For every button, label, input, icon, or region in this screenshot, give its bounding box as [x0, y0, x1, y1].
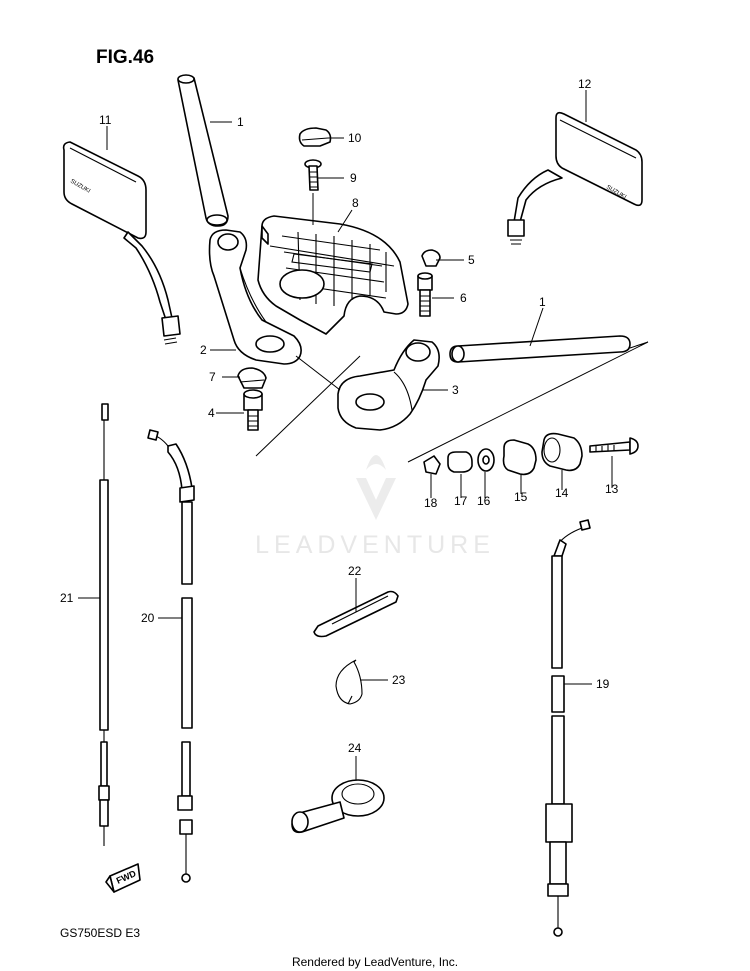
callout-17: 17	[454, 494, 468, 508]
callout-11: 11	[99, 113, 112, 127]
part-20-cable	[147, 429, 195, 883]
part-18-nut	[423, 455, 441, 475]
callout-6: 6	[460, 291, 467, 305]
part-9-bolt	[304, 159, 322, 191]
part-23-clip	[335, 659, 363, 705]
callout-12: 12	[578, 77, 592, 91]
part-12-right-mirror: SUZUKI	[507, 111, 643, 245]
callout-13: 13	[605, 482, 619, 496]
callout-14: 14	[555, 486, 569, 500]
part-5-cap	[421, 249, 441, 267]
fwd-arrow: FWD	[105, 863, 141, 893]
part-1-handlebar-left	[177, 74, 229, 227]
callout-2: 2	[200, 343, 207, 357]
callout-18: 18	[424, 496, 438, 510]
part-4-bolt	[243, 389, 263, 431]
part-16-washer	[477, 448, 495, 472]
callout-21: 21	[60, 591, 74, 605]
model-code: GS750ESD E3	[60, 926, 140, 940]
part-7-cap	[237, 367, 267, 389]
assembly-guide-lines	[255, 193, 649, 463]
part-17-collar	[447, 451, 473, 473]
part-22-strap	[313, 590, 399, 638]
callout-1b: 1	[539, 295, 546, 309]
part-15-rubber	[502, 439, 537, 476]
watermark-text: LEADVENTURE	[255, 531, 495, 559]
callout-19: 19	[596, 677, 610, 691]
callout-3: 3	[452, 383, 459, 397]
callout-7: 7	[209, 370, 216, 384]
part-19-cable	[545, 519, 591, 937]
callout-labels: 1 1 2 3 4 5 6 7 8 9 10 11 12 13 14 15 16…	[60, 77, 619, 755]
callout-4: 4	[208, 406, 215, 420]
part-2-left-holder	[208, 229, 302, 365]
callout-8: 8	[352, 196, 359, 210]
callout-24: 24	[348, 741, 362, 755]
callout-15: 15	[514, 490, 528, 504]
callout-22: 22	[348, 564, 362, 578]
part-8-top-bridge	[257, 215, 409, 335]
callout-20: 20	[141, 611, 155, 625]
part-14-balancer	[541, 432, 583, 472]
callout-23: 23	[392, 673, 406, 687]
part-10-cap	[298, 127, 332, 147]
part-13-screw	[589, 437, 639, 455]
callout-10: 10	[348, 131, 362, 145]
callout-16: 16	[477, 494, 491, 508]
part-21-cable	[98, 403, 110, 846]
part-6-bolt	[417, 272, 433, 317]
watermark: LEADVENTURE	[255, 455, 495, 559]
part-3-right-holder	[337, 339, 440, 431]
part-1-handlebar-right	[449, 335, 631, 363]
figure-title: FIG.46	[96, 47, 154, 68]
callout-1: 1	[237, 115, 244, 129]
part-24-holder	[291, 779, 385, 834]
callout-5: 5	[468, 253, 475, 267]
part-11-left-mirror: SUZUKI	[62, 141, 181, 345]
leader-lines	[78, 90, 613, 780]
callout-9: 9	[350, 171, 357, 185]
rendered-by: Rendered by LeadVenture, Inc.	[292, 955, 458, 969]
